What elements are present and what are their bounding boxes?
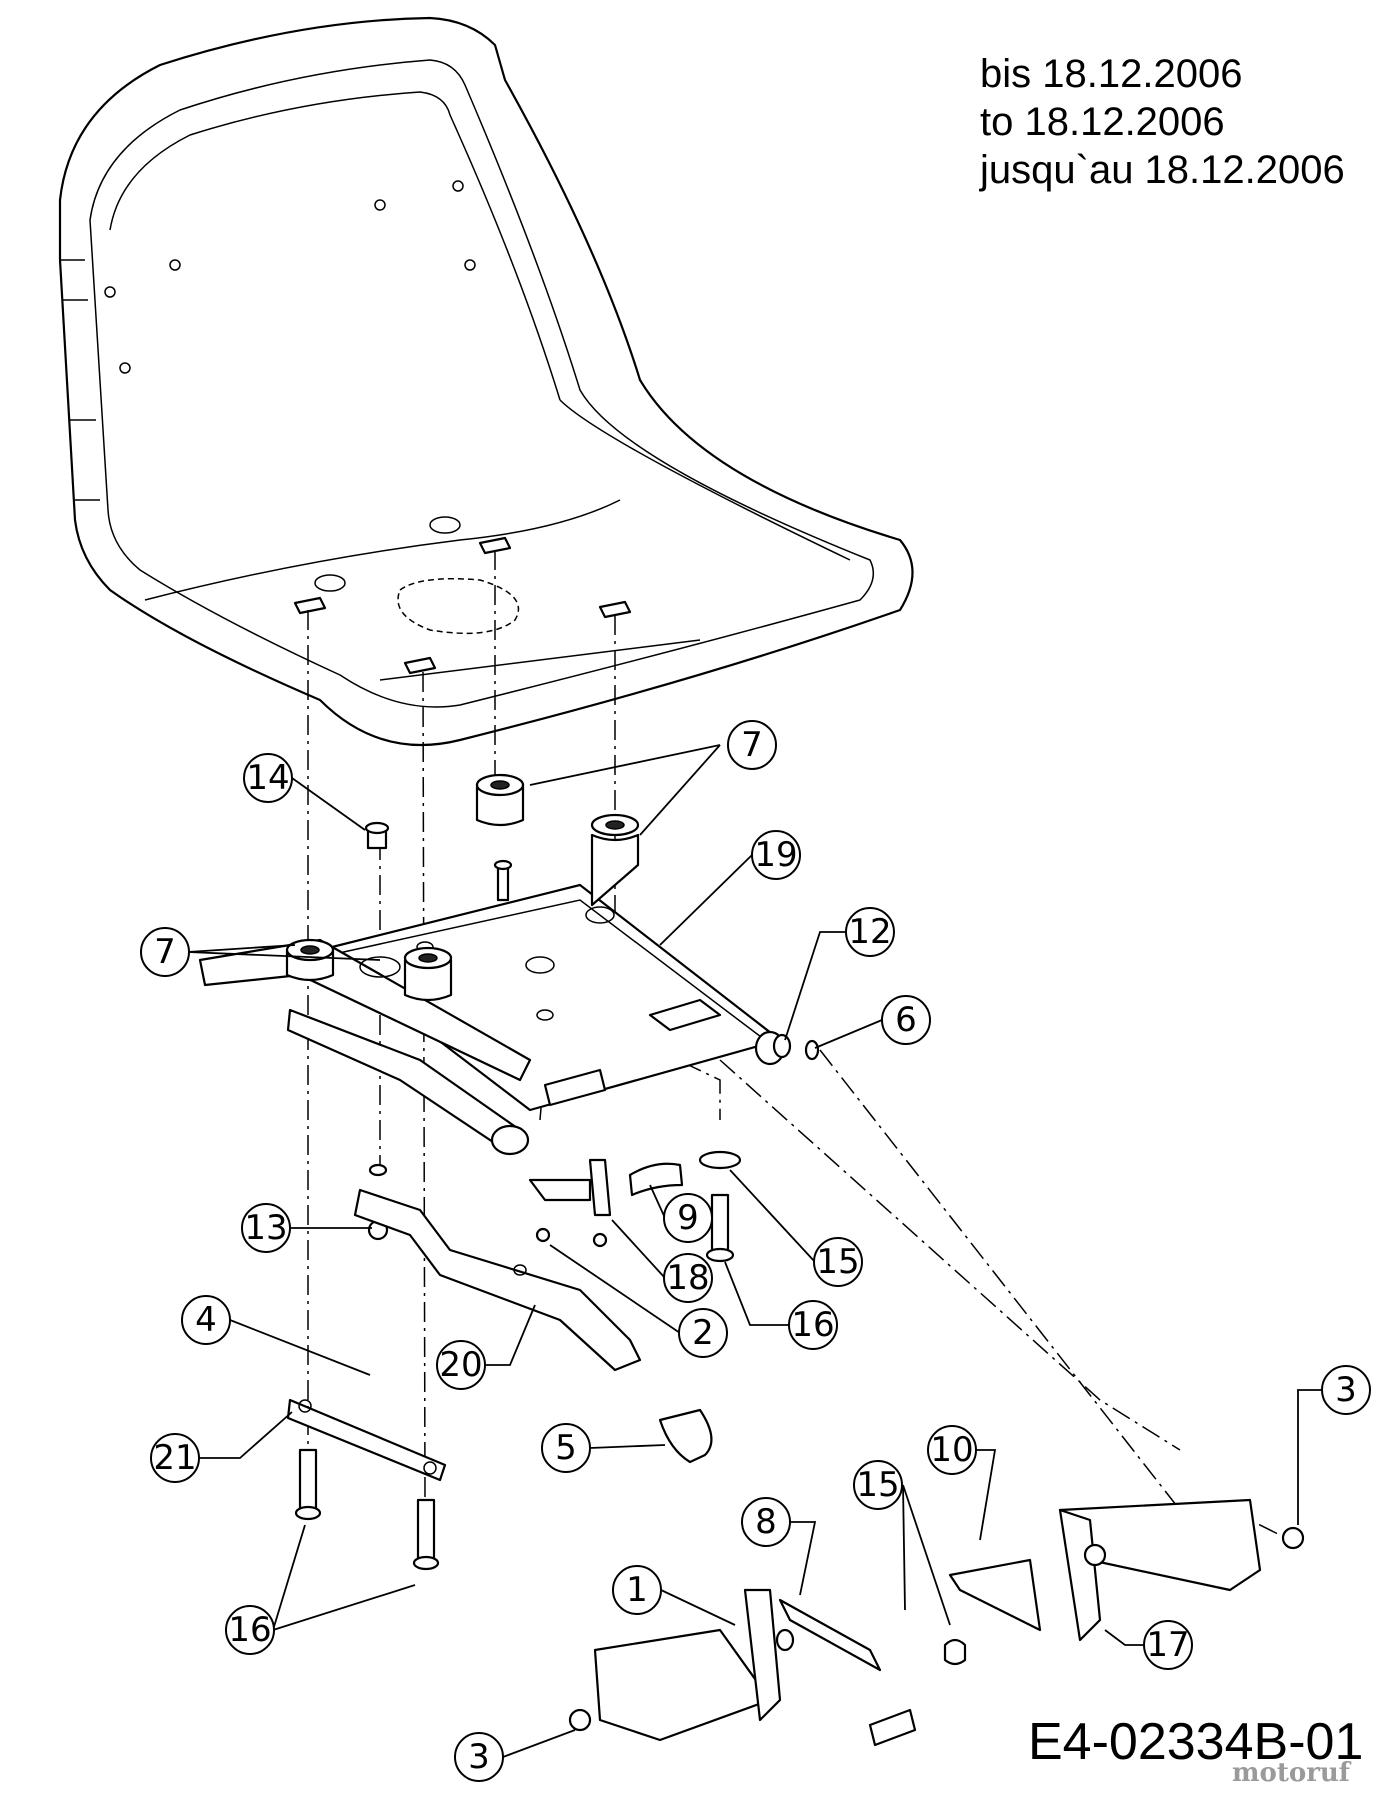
callout-8: 8	[741, 1497, 817, 1596]
svg-text:5: 5	[555, 1428, 577, 1468]
svg-text:4: 4	[195, 1300, 217, 1340]
callout-4: 4	[181, 1295, 371, 1376]
svg-text:9: 9	[677, 1198, 699, 1238]
seat-drawing	[58, 16, 914, 747]
svg-text:7: 7	[741, 725, 763, 765]
callout-9: 9	[649, 1184, 713, 1243]
seat-base-plate	[198, 883, 786, 1156]
callout-19: 19	[659, 830, 801, 946]
callout-21: 21	[150, 1411, 293, 1483]
callout-3-bottom: 3	[454, 1729, 576, 1782]
callout-11: 13	[241, 1203, 372, 1253]
callout-16-right: 16	[724, 1261, 838, 1350]
svg-text:19: 19	[754, 835, 797, 875]
callout-12: 12	[784, 907, 895, 1041]
callout-2: 2	[549, 1244, 728, 1358]
svg-text:18: 18	[666, 1258, 709, 1298]
callout-18: 18	[611, 1219, 713, 1303]
svg-text:21: 21	[153, 1438, 196, 1478]
svg-text:10: 10	[930, 1430, 973, 1470]
spring-brackets	[568, 1498, 1305, 1747]
callout-1: 1	[612, 1565, 736, 1626]
callout-10: 10	[927, 1425, 997, 1541]
callout-15: 15	[853, 1460, 951, 1626]
svg-text:3: 3	[1335, 1370, 1357, 1410]
svg-text:7: 7	[154, 932, 176, 972]
callout-14: 14	[243, 753, 366, 831]
callout-7-top: 7	[529, 720, 777, 836]
callout-17: 17	[1104, 1620, 1193, 1670]
callout-7-left: 7	[140, 927, 381, 977]
svg-text:12: 12	[848, 912, 891, 952]
svg-text:3: 3	[468, 1737, 490, 1777]
validity-note-fr: jusqu`au 18.12.2006	[980, 148, 1345, 192]
small-hardware	[364, 821, 820, 1263]
svg-text:15: 15	[816, 1242, 859, 1282]
seat-rail	[286, 1398, 447, 1482]
callout-3-right: 3	[1297, 1365, 1371, 1525]
svg-text:16: 16	[228, 1610, 271, 1650]
callout-13: 15	[729, 1169, 863, 1287]
validity-note-en: to 18.12.2006	[980, 100, 1225, 144]
callout-16-left: 16	[225, 1524, 416, 1655]
adjustment-lever	[353, 1188, 713, 1464]
validity-note-de: bis 18.12.2006	[980, 52, 1243, 96]
svg-text:13: 13	[244, 1208, 287, 1248]
svg-text:17: 17	[1146, 1625, 1189, 1665]
callout-5: 5	[541, 1423, 666, 1473]
callout-20: 20	[436, 1304, 536, 1390]
svg-text:14: 14	[246, 758, 289, 798]
svg-text:20: 20	[439, 1345, 482, 1385]
callout-6: 6	[814, 995, 931, 1049]
svg-text:8: 8	[755, 1502, 777, 1542]
shoulder-pins	[294, 1448, 440, 1571]
drawing-code: E4-02334B-01	[1028, 1713, 1364, 1771]
svg-text:1: 1	[626, 1570, 648, 1610]
watermark-logo: motoruf	[1232, 1758, 1350, 1788]
svg-text:15: 15	[856, 1465, 899, 1505]
svg-text:2: 2	[692, 1313, 714, 1353]
svg-text:6: 6	[895, 1000, 917, 1040]
svg-text:16: 16	[791, 1305, 834, 1345]
